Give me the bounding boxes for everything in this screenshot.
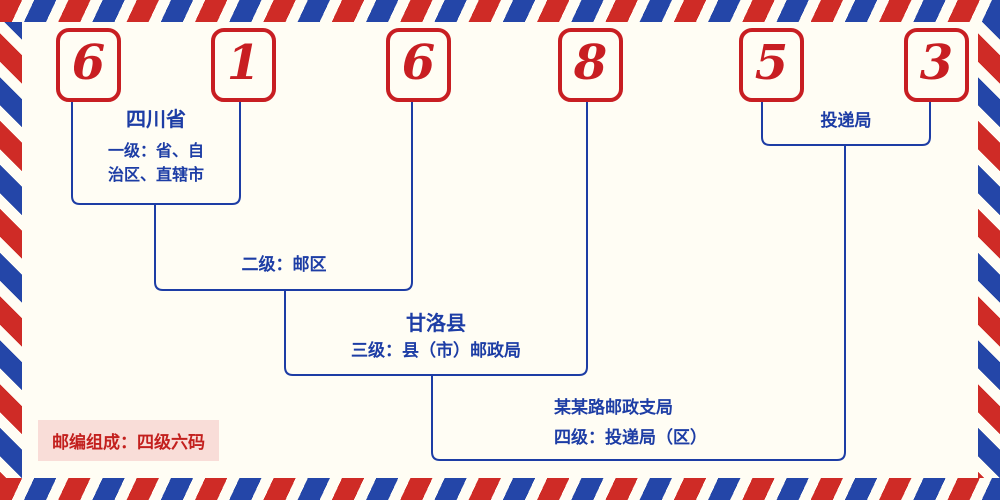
postal-digit-3: 6 — [401, 35, 436, 91]
postal-digit-box-5: 5 — [739, 28, 804, 102]
label-level3-desc: 三级：县（市）邮政局 — [351, 341, 521, 361]
postal-digit-2: 1 — [226, 35, 261, 91]
postal-digit-box-6: 3 — [904, 28, 969, 102]
postal-digit-box-3: 6 — [386, 28, 451, 102]
postal-digit-1: 6 — [71, 35, 106, 91]
label-level2-desc: 二级：邮区 — [241, 255, 327, 275]
label-province: 四川省 — [126, 107, 186, 131]
airmail-border-left — [0, 0, 22, 500]
airmail-border-top — [0, 0, 1000, 22]
label-level4-desc: 四级：投递局（区） — [554, 428, 707, 448]
postal-digit-6: 3 — [919, 35, 954, 91]
label-branch-office: 某某路邮政支局 — [554, 398, 673, 418]
bracket-level2 — [154, 98, 413, 291]
postal-digit-box-1: 6 — [56, 28, 121, 102]
bracket-level3 — [284, 98, 588, 376]
airmail-border-right — [978, 0, 1000, 500]
airmail-border-bottom — [0, 478, 1000, 500]
postal-digit-box-2: 1 — [211, 28, 276, 102]
postal-digit-box-4: 8 — [558, 28, 623, 102]
label-level1-desc-line1: 一级：省、自 — [107, 141, 204, 160]
postal-digit-4: 8 — [573, 35, 608, 91]
label-county: 甘洛县 — [406, 311, 466, 335]
label-level1-desc-line2: 治区、直辖市 — [107, 165, 204, 184]
label-delivery-office: 投递局 — [820, 111, 872, 131]
bracket-delivery — [761, 98, 931, 146]
postal-digit-5: 5 — [754, 35, 789, 91]
footer-note: 邮编组成：四级六码 — [38, 420, 219, 461]
bracket-level4 — [431, 145, 846, 461]
